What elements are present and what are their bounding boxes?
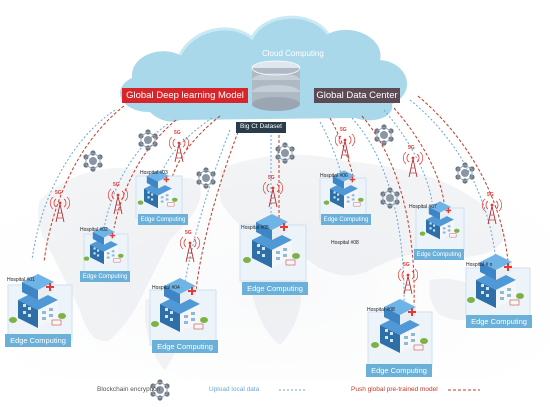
tower-label: 5G [408,145,415,151]
database-icon [251,60,301,111]
tower-label: 5G [174,130,181,136]
connection-lines [31,95,509,306]
edge-computing-label: Edge Computing [414,249,464,260]
tower-label: 5G [340,127,347,133]
hospital-id: Hospital #07 [409,204,437,210]
tower-label: 5G [113,182,120,188]
legend-graphics [149,378,480,402]
data-center-label: Global Data Center [314,88,400,103]
hospital-id: Hospital #08 [367,307,395,313]
hospital-id: Hospital #01 [7,277,35,283]
tower-label: 5G [487,192,494,198]
tower-label: 5G [55,190,62,196]
legend-blockchain-label: Blockchain encryption [97,386,161,393]
hospital-id: Hospital #05 [241,225,269,231]
global-model-label: Global Deep learning Model [122,88,248,103]
hospital-id: Hospital #04 [152,285,180,291]
edge-computing-label: Edge Computing [366,364,432,377]
tower-label: 5G [185,230,192,236]
edge-computing-label: Edge Computing [466,315,532,328]
tower-label: 5G [403,262,410,268]
hospital-id: Hospital #08 [331,240,359,246]
hospital-id: Hospital #03 [140,170,168,176]
legend-upload-label: Upload local data [209,386,260,393]
cloud-title: Cloud Computing [262,49,324,58]
dataset-label: Big Ct Dataset [236,122,286,133]
hospital-id: Hospital #06 [320,173,348,179]
legend-push-label: Push global pre-trained model [351,386,438,393]
hospital-tiles [7,170,531,367]
edge-computing-label: Edge Computing [5,334,71,347]
tower-label: 5G [268,175,275,181]
edge-computing-label: Edge Computing [152,340,218,353]
edge-computing-label: Edge Computing [321,214,371,225]
edge-computing-label: Edge Computing [80,271,130,282]
hospital-id: Hospital # n [466,262,493,268]
edge-computing-label: Edge Computing [138,214,188,225]
hospital-id: Hospital #02 [80,227,108,233]
edge-computing-label: Edge Computing [242,282,308,295]
